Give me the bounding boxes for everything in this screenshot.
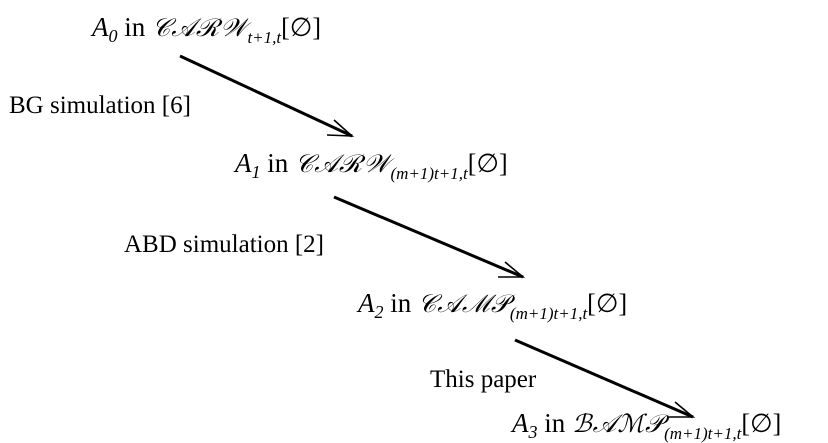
node-a0-var: A — [92, 12, 109, 42]
node-a3: A3 in ℬ𝒜ℳ𝒫(m+1)t+1,t[∅] — [512, 408, 782, 443]
node-a2-in: in — [390, 288, 412, 318]
node-a1: A1 in 𝒞𝒜ℛ𝒲(m+1)t+1,t[∅] — [235, 148, 508, 183]
node-a3-index: 3 — [528, 422, 538, 442]
node-a2-var: A — [358, 288, 375, 318]
node-a1-in: in — [267, 148, 289, 178]
edge-arrow-2-head — [498, 261, 526, 278]
node-a1-class: 𝒞𝒜ℛ𝒲 — [295, 149, 391, 178]
node-a0-class: 𝒞𝒜ℛ𝒲 — [152, 13, 248, 42]
edge-label-1: BG simulation [6] — [9, 92, 191, 119]
node-a2-subscript: (m+1)t+1,t — [509, 304, 588, 323]
node-a3-var: A — [512, 408, 529, 438]
node-a0-subscript: t+1,t — [247, 28, 282, 47]
node-a1-var: A — [235, 148, 252, 178]
node-a3-subscript: (m+1)t+1,t — [664, 424, 742, 443]
edge-label-3: This paper — [430, 366, 537, 393]
node-a0: A0 in 𝒞𝒜ℛ𝒲t+1,t[∅] — [92, 12, 322, 47]
edge-arrow-2 — [333, 195, 526, 279]
node-a2-class: 𝒞𝒜ℳ𝒫 — [418, 289, 510, 318]
node-a2: A2 in 𝒞𝒜ℳ𝒫(m+1)t+1,t[∅] — [358, 288, 628, 323]
node-a1-index: 1 — [251, 162, 261, 182]
node-a0-in: in — [124, 12, 146, 42]
node-a2-bracket: [∅] — [587, 289, 628, 318]
edge-arrow-2-shaft — [333, 195, 524, 279]
edge-arrow-3 — [514, 338, 696, 419]
edge-arrow-1 — [179, 54, 355, 138]
edge-arrow-1-shaft — [179, 54, 353, 138]
edge-arrow-1-head — [326, 119, 355, 137]
edge-arrow-3-head — [668, 401, 696, 418]
node-a3-bracket: [∅] — [741, 409, 782, 438]
node-a3-class: ℬ𝒜ℳ𝒫 — [572, 409, 665, 438]
node-a2-index: 2 — [374, 302, 384, 322]
node-a3-in: in — [544, 408, 566, 438]
node-a1-subscript: (m+1)t+1,t — [390, 164, 468, 183]
edge-label-2: ABD simulation [2] — [124, 231, 324, 258]
edge-arrow-3-shaft — [514, 338, 694, 419]
node-a0-bracket: [∅] — [281, 13, 322, 42]
node-a0-index: 0 — [108, 26, 118, 46]
node-a1-bracket: [∅] — [467, 149, 508, 178]
